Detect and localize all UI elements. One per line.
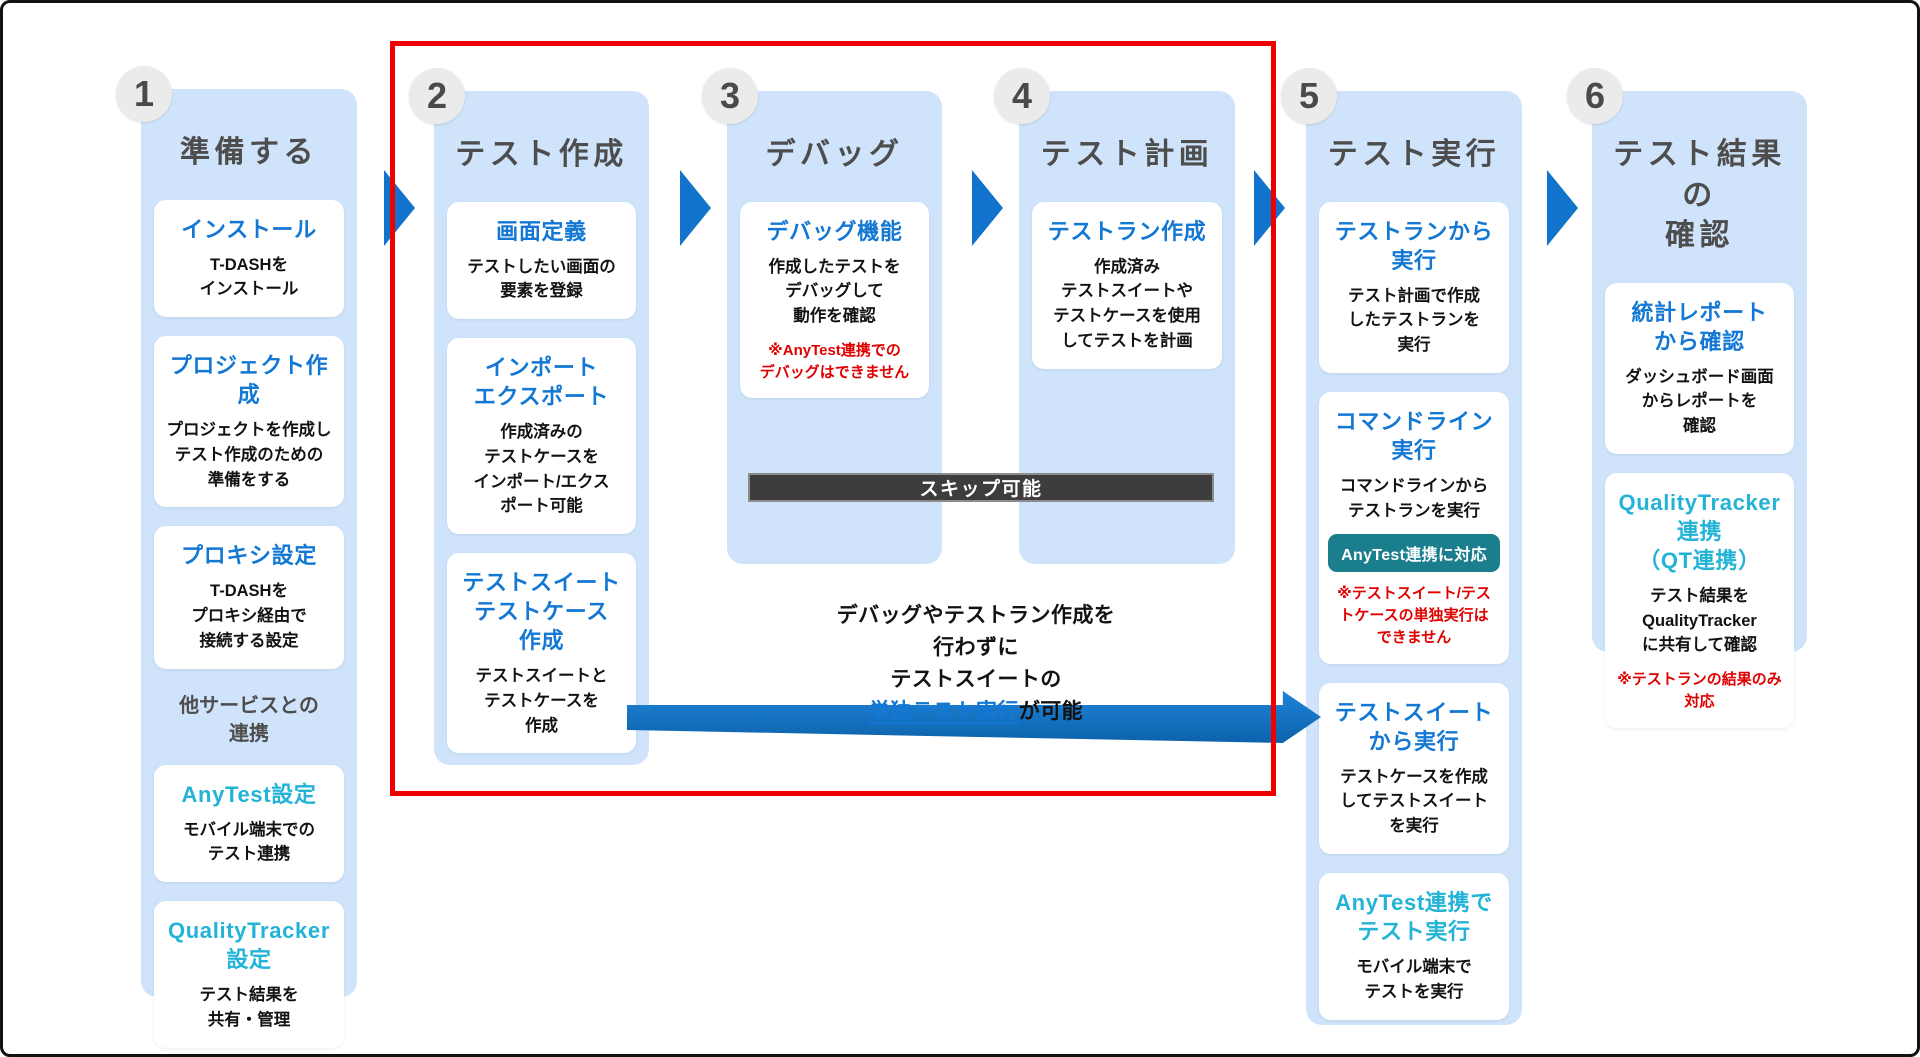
card-description: プロジェクトを作成し テスト作成のための 準備をする: [166, 421, 332, 489]
stage-card-list: テストランから 実行テスト計画で作成 したテストランを 実行コマンドライン 実行…: [1319, 201, 1509, 1020]
arrow-right-icon: [384, 170, 415, 246]
card-description: 作成済みの テストケースを インポート/エクス ポート可能: [473, 423, 610, 516]
feature-card[interactable]: コマンドライン 実行コマンドラインから テストランを実行 AnyTest連携に対応…: [1319, 391, 1509, 664]
card-description: テストケースを作成 してテストスイート を実行: [1339, 767, 1488, 836]
arrow-right-icon: [1254, 170, 1285, 246]
stage-column-test-creation: 2 テスト作成 画面定義テストしたい画面の 要素を登録インポート エクスポート作…: [409, 68, 649, 765]
stage-card-list: デバッグ機能作成したテストを デバッグして 動作を確認 ※AnyTest連携での …: [740, 201, 929, 399]
card-title: テストスイート テストケース 作成: [462, 570, 621, 654]
card-description: テストしたい画面の 要素を登録: [467, 257, 616, 301]
card-description: テスト計画で作成 したテストランを 実行: [1348, 286, 1480, 355]
skip-banner: スキップ可能: [748, 473, 1214, 502]
stage-card-list: テストラン作成作成済み テストスイートや テストケースを使用 してテストを計画: [1032, 201, 1222, 369]
note-line: テストスイートの: [890, 667, 1062, 691]
stage-column-debug: 3 デバッグ デバッグ機能作成したテストを デバッグして 動作を確認 ※AnyTe…: [702, 68, 942, 564]
card-description: T-DASHを インストール: [199, 255, 299, 299]
feature-card[interactable]: QualityTracker 連携 （QT連携） テスト結果を QualityTr…: [1605, 472, 1794, 728]
stage-title: デバッグ: [765, 138, 904, 171]
card-title: テストランから 実行: [1334, 218, 1494, 273]
standalone-run-link[interactable]: 単独テスト実行: [868, 699, 1019, 723]
stage-title: テスト計画: [1040, 138, 1214, 171]
stage-column-test-results: 6 テスト結果の 確認 統計レポート から確認ダッシュボード画面 からレポートを…: [1567, 68, 1807, 728]
card-description: モバイル端末での テスト連携: [183, 820, 315, 864]
arrow-right-icon: [1547, 170, 1578, 246]
anytest-support-badge: AnyTest連携に対応: [1328, 534, 1500, 573]
card-description: テスト結果を 共有・管理: [199, 986, 299, 1029]
feature-card[interactable]: プロキシ設定 T-DASHを プロキシ経由で 接続する設定: [154, 526, 344, 669]
feature-card[interactable]: 画面定義テストしたい画面の 要素を登録: [447, 201, 636, 320]
feature-card[interactable]: テストスイート から実行テストケースを作成 してテストスイート を実行: [1319, 682, 1509, 854]
card-description: 作成済み テストスイートや テストケースを使用 してテストを計画: [1053, 257, 1201, 350]
stage-card-list: インストール T-DASHを インストールプロジェクト作成プロジェクトを作成し テ…: [154, 199, 344, 1048]
step-number-badge: 3: [702, 68, 758, 124]
card-title: AnyTest連携で テスト実行: [1335, 889, 1493, 944]
card-title: インストール: [181, 216, 317, 242]
standalone-run-note: デバッグやテストラン作成を 行わずに テストスイートの 単独テスト実行が可能: [776, 600, 1176, 728]
stage-title: 準備する: [180, 136, 318, 169]
card-description: T-DASHを プロキシ経由で 接続する設定: [191, 582, 307, 650]
stage-card-list: 統計レポート から確認ダッシュボード画面 からレポートを 確認 QualityTr…: [1605, 282, 1794, 728]
feature-card[interactable]: プロジェクト作成プロジェクトを作成し テスト作成のための 準備をする: [154, 336, 344, 508]
card-title: デバッグ機能: [766, 218, 903, 244]
card-description: テスト結果を QualityTracker に共有して確認: [1641, 586, 1757, 655]
feature-card[interactable]: インポート エクスポート作成済みの テストケースを インポート/エクス ポート可…: [447, 338, 636, 535]
card-title: AnyTest設定: [181, 781, 317, 807]
step-number-badge: 1: [116, 66, 172, 122]
feature-card[interactable]: テストラン作成作成済み テストスイートや テストケースを使用 してテストを計画: [1032, 201, 1222, 369]
card-title: テストスイート から実行: [1334, 699, 1494, 754]
card-title: プロジェクト作成: [169, 353, 329, 408]
stage-title: テスト実行: [1327, 138, 1501, 171]
step-number-badge: 6: [1567, 68, 1623, 124]
card-description: テストスイートと テストケースを 作成: [475, 667, 608, 735]
feature-card[interactable]: AnyTest連携で テスト実行モバイル端末で テストを実行: [1319, 872, 1509, 1020]
note-line: デバッグやテストラン作成を: [836, 604, 1116, 627]
card-description: 作成したテストを デバッグして 動作を確認: [768, 257, 901, 326]
feature-card[interactable]: 統計レポート から確認ダッシュボード画面 からレポートを 確認: [1605, 282, 1794, 454]
note-line: が可能: [1018, 699, 1084, 723]
feature-card[interactable]: テストスイート テストケース 作成テストスイートと テストケースを 作成: [447, 553, 636, 754]
note-line: 行わずに: [933, 635, 1019, 659]
card-title: テストラン作成: [1047, 218, 1207, 244]
arrow-right-icon: [972, 170, 1003, 246]
card-title: 画面定義: [496, 218, 587, 244]
card-title: インポート エクスポート: [473, 355, 610, 410]
card-title: プロキシ設定: [181, 543, 317, 569]
step-number-badge: 4: [994, 68, 1050, 124]
stage-card-list: 画面定義テストしたい画面の 要素を登録インポート エクスポート作成済みの テスト…: [447, 201, 636, 754]
card-description: モバイル端末で テストを実行: [1356, 958, 1472, 1001]
feature-card[interactable]: デバッグ機能作成したテストを デバッグして 動作を確認 ※AnyTest連携での …: [740, 201, 929, 399]
card-restriction-note: ※AnyTest連携での デバッグはできません: [759, 341, 910, 381]
step-number-badge: 2: [409, 68, 465, 124]
stage-title: テスト作成: [455, 138, 628, 171]
card-title: QualityTracker 連携 （QT連携）: [1618, 489, 1781, 573]
feature-card[interactable]: QualityTracker 設定テスト結果を 共有・管理: [154, 901, 344, 1048]
card-description: コマンドラインから テストランを実行: [1339, 476, 1489, 520]
feature-card[interactable]: インストール T-DASHを インストール: [154, 199, 344, 318]
feature-card[interactable]: テストランから 実行テスト計画で作成 したテストランを 実行: [1319, 201, 1509, 373]
stage-title: テスト結果の 確認: [1613, 138, 1786, 252]
stage-column-test-run: 5 テスト実行 テストランから 実行テスト計画で作成 したテストランを 実行コマ…: [1281, 68, 1522, 1025]
section-label: 他サービスとの 連携: [179, 694, 319, 745]
card-title: コマンドライン 実行: [1334, 408, 1494, 463]
step-number-badge: 5: [1281, 68, 1337, 124]
card-restriction-note: ※テストランの結果のみ 対応: [1617, 671, 1782, 710]
card-restriction-note: ※テストスイート/テス トケースの単独実行は できません: [1337, 585, 1491, 646]
card-description: ダッシュボード画面 からレポートを 確認: [1625, 367, 1774, 436]
card-title: 統計レポート から確認: [1631, 299, 1768, 354]
feature-card[interactable]: AnyTest設定モバイル端末での テスト連携: [154, 764, 344, 883]
card-title: QualityTracker 設定: [167, 918, 331, 973]
arrow-right-icon: [680, 170, 711, 246]
